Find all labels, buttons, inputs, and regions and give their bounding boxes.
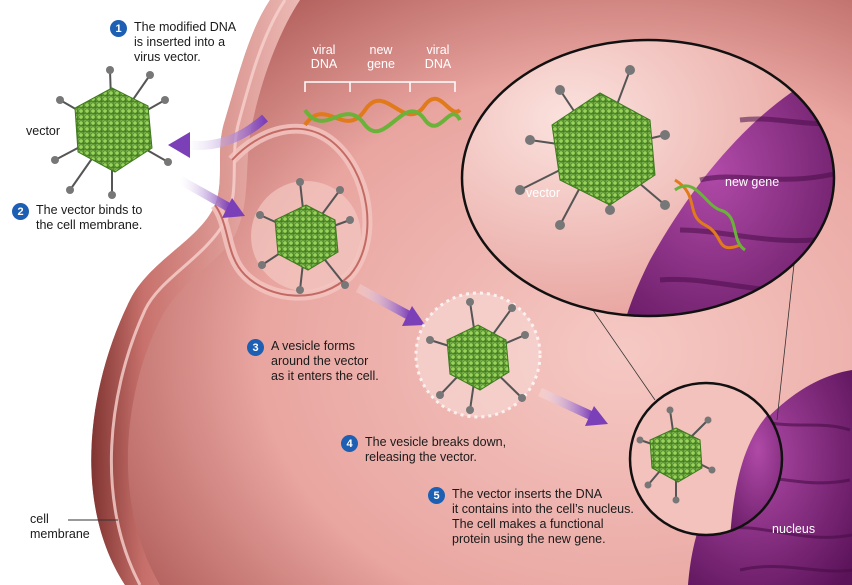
label-new-gene-inset: new gene [725, 175, 780, 189]
step-4: 4 The vesicle breaks down, releasing the… [341, 435, 506, 465]
dna-strand [303, 96, 462, 134]
step-3: 3 A vesicle forms around the vector as i… [247, 339, 379, 384]
arrows [168, 114, 608, 426]
dna-label-viral-left: viral DNA [310, 43, 338, 71]
label-nucleus: nucleus [772, 522, 816, 536]
step-2: 2 The vector binds to the cell membrane. [12, 203, 142, 233]
step-3-badge: 3 [247, 339, 264, 356]
label-vector-inset: vector [526, 186, 561, 200]
free-virus [426, 298, 529, 414]
step-4-text: The vesicle breaks down, releasing the v… [365, 435, 507, 464]
label-vector-outside: vector [26, 124, 61, 138]
dna-bracket [304, 81, 456, 92]
step-1-badge: 1 [110, 20, 127, 37]
step-5: 5 The vector inserts the DNA it contains… [428, 487, 634, 547]
dna-label-viral-right: viral DNA [424, 43, 452, 71]
step-1-text: The modified DNA is inserted into a viru… [134, 20, 237, 64]
step-1: 1 The modified DNA is inserted into a vi… [110, 20, 236, 65]
cell-membrane-line [109, 0, 287, 585]
step-4-badge: 4 [341, 435, 358, 452]
small-zoom-circle [628, 381, 784, 537]
inset-virus [515, 65, 670, 230]
step-2-badge: 2 [12, 203, 29, 220]
step-5-badge: 5 [428, 487, 445, 504]
inset-zoom-circle [460, 38, 836, 318]
step-2-text: The vector binds to the cell membrane. [36, 203, 143, 232]
label-cell-membrane: cell membrane [30, 512, 90, 541]
outside-virus [51, 66, 172, 199]
nucleus-virus [636, 406, 716, 504]
inset-dna [674, 178, 746, 252]
dna-label-new-gene: new gene [367, 43, 395, 71]
step-3-text: A vesicle forms around the vector as it … [271, 339, 379, 383]
vesicle-virus [256, 178, 354, 294]
step-5-text: The vector inserts the DNA it contains i… [452, 487, 634, 546]
